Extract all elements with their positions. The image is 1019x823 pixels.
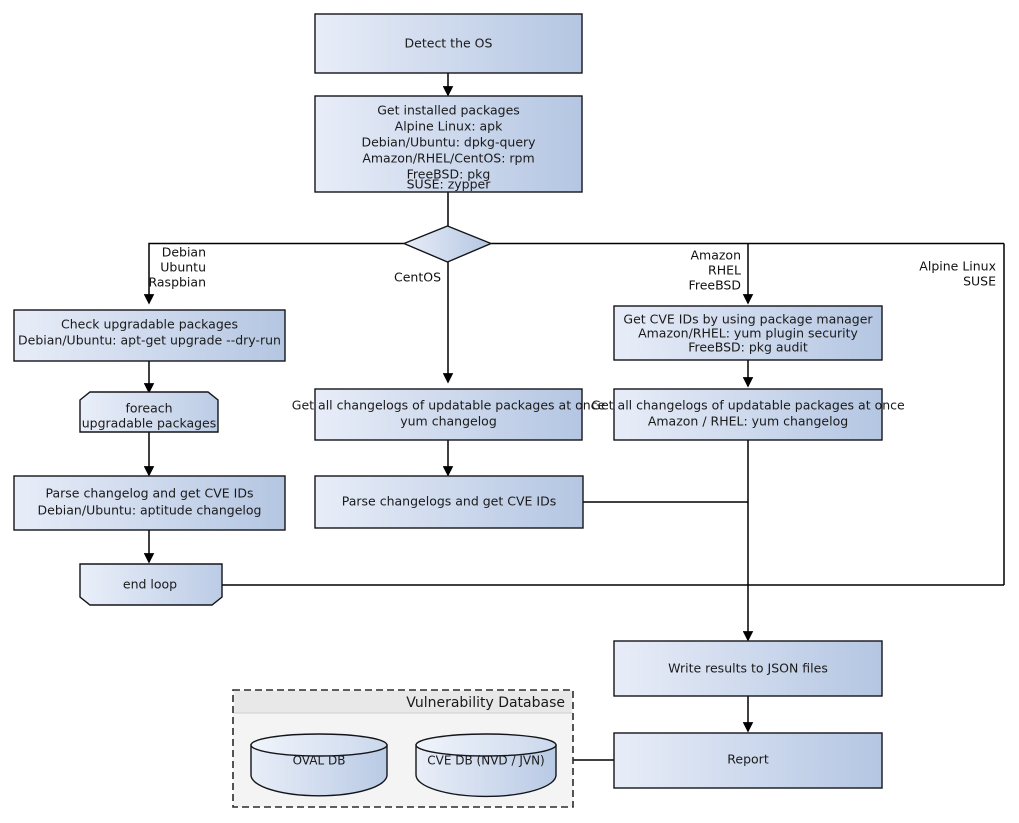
node-get-installed-packages-line-5: SUSE: zypper (407, 177, 492, 192)
edge-label-centos: CentOS (394, 270, 441, 285)
node-parse-changelog-single[interactable]: Parse changelog and get CVE IDs Debian/U… (13, 475, 286, 531)
node-get-installed-packages-line-4: FreeBSD: pkg (407, 167, 491, 182)
edge-label-debian-line-2: Raspbian (148, 275, 206, 290)
node-foreach-loop-line-0: foreach (125, 401, 172, 416)
group-title-label: Vulnerability Database (406, 695, 565, 711)
node-parse-changelog-single-line-1: Debian/Ubuntu: aptitude changelog (38, 503, 262, 518)
edge-label-amazon-line-1: RHEL (708, 263, 741, 278)
node-get-installed-packages-line-1: Alpine Linux: apk (395, 119, 503, 134)
node-report-label: Report (727, 752, 769, 767)
node-centos-changelogs-line-1: yum changelog (400, 414, 497, 429)
node-foreach-loop[interactable]: foreach upgradable packages (79, 391, 219, 433)
db-oval-label: OVAL DB (293, 754, 346, 768)
edge-label-debian-line-1: Ubuntu (160, 260, 206, 275)
edge-decision-to-debian (143, 242, 404, 305)
node-detect-os-label: Detect the OS (405, 36, 493, 51)
node-centos-changelogs[interactable]: Get all changelogs of updatable packages… (292, 388, 606, 441)
node-end-loop-label: end loop (123, 577, 177, 592)
db-oval[interactable]: OVAL DB (250, 733, 388, 797)
node-parse-changelog-single-line-0: Parse changelog and get CVE IDs (46, 486, 254, 501)
edge-label-debian: Debian Ubuntu Raspbian (148, 245, 206, 290)
node-write-json[interactable]: Write results to JSON files (613, 640, 883, 697)
node-amazon-changelogs[interactable]: Get all changelogs of updatable packages… (591, 388, 905, 441)
node-get-installed-packages-line-3: Amazon/RHEL/CentOS: rpm (362, 151, 534, 166)
node-get-cve-ids-pkgmgr-line-2: FreeBSD: pkg audit (688, 340, 808, 355)
edge-label-amazon-line-0: Amazon (690, 248, 741, 263)
node-end-loop[interactable]: end loop (79, 563, 223, 606)
node-detect-os[interactable]: Detect the OS (314, 13, 583, 74)
node-centos-changelogs-line-0: Get all changelogs of updatable packages… (292, 398, 606, 413)
node-amazon-changelogs-line-1: Amazon / RHEL: yum changelog (648, 414, 848, 429)
edge-label-amazon-line-2: FreeBSD (689, 278, 741, 293)
node-check-upgradable[interactable]: Check upgradable packages Debian/Ubuntu:… (13, 309, 286, 362)
node-check-upgradable-line-1: Debian/Ubuntu: apt-get upgrade --dry-run (18, 333, 281, 348)
node-parse-changelogs-label: Parse changelogs and get CVE IDs (342, 494, 556, 509)
node-get-cve-ids-pkgmgr-line-0: Get CVE IDs by using package manager (623, 312, 873, 327)
node-report[interactable]: Report (613, 732, 883, 789)
edge-label-alpine: Alpine Linux SUSE (919, 259, 996, 289)
node-check-upgradable-line-0: Check upgradable packages (61, 317, 238, 332)
node-get-installed-packages-line-2: Debian/Ubuntu: dpkg-query (361, 135, 536, 150)
edge-label-alpine-line-1: SUSE (963, 274, 996, 289)
node-os-decision[interactable] (402, 225, 493, 263)
node-get-cve-ids-pkgmgr-line-1: Amazon/RHEL: yum plugin security (638, 326, 858, 341)
group-vulnerability-database: Vulnerability Database OVAL DB CVE DB (N… (232, 689, 574, 808)
connectors (143, 73, 1005, 761)
db-cve-label: CVE DB (NVD / JVN) (427, 754, 544, 768)
node-get-cve-ids-pkgmgr[interactable]: Get CVE IDs by using package manager Ama… (613, 305, 883, 361)
db-cve[interactable]: CVE DB (NVD / JVN) (415, 733, 557, 798)
edge-label-alpine-line-0: Alpine Linux (919, 259, 996, 274)
node-get-installed-packages[interactable]: Get installed packages Alpine Linux: apk… (314, 95, 583, 193)
node-get-installed-packages-line-0: Get installed packages (377, 103, 520, 118)
node-foreach-loop-line-1: upgradable packages (82, 416, 217, 431)
edge-label-centos-line-0: CentOS (394, 270, 441, 285)
edge-label-amazon: Amazon RHEL FreeBSD (689, 248, 741, 293)
node-write-json-label: Write results to JSON files (668, 661, 828, 676)
edge-label-debian-line-0: Debian (162, 245, 206, 260)
node-parse-changelogs[interactable]: Parse changelogs and get CVE IDs (314, 475, 584, 529)
node-amazon-changelogs-line-0: Get all changelogs of updatable packages… (591, 398, 905, 413)
